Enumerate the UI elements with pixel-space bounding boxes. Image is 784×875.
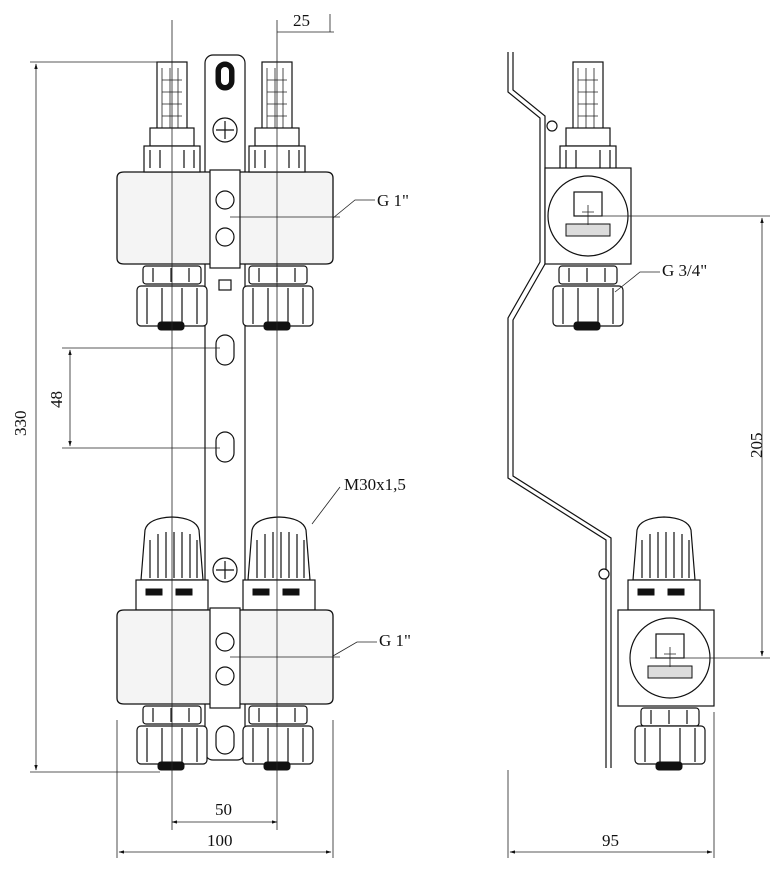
dim-label-25: 25 bbox=[293, 11, 310, 30]
dim-label-205: 205 bbox=[747, 433, 766, 459]
dim-label-100: 100 bbox=[207, 831, 233, 850]
dim-label-50: 50 bbox=[215, 800, 232, 819]
callout-valve-thread: M30x1,5 bbox=[344, 475, 406, 494]
dimension-labels: 25 330 48 205 50 100 95 bbox=[11, 11, 766, 850]
bottom-outlet-right bbox=[242, 705, 314, 771]
screw-icon bbox=[212, 557, 238, 583]
front-view bbox=[30, 14, 377, 858]
side-bottom-assembly bbox=[617, 516, 715, 771]
dim-label-330: 330 bbox=[11, 411, 30, 437]
side-view bbox=[507, 52, 770, 858]
dim-label-48: 48 bbox=[47, 391, 66, 408]
callout-outlet-thread: G 3/4" bbox=[662, 261, 707, 280]
side-top-assembly bbox=[544, 61, 632, 331]
dimension-lines-front bbox=[30, 14, 334, 858]
dim-label-95: 95 bbox=[602, 831, 619, 850]
bottom-manifold-body bbox=[116, 607, 334, 709]
screw-icon bbox=[212, 117, 238, 143]
callout-bottom-body-thread: G 1" bbox=[379, 631, 411, 650]
dimension-lines-side bbox=[507, 215, 770, 858]
top-outlet-right bbox=[242, 265, 314, 331]
callout-top-body-thread: G 1" bbox=[377, 191, 409, 210]
thread-callouts: G 1" G 1" G 3/4" M30x1,5 bbox=[344, 191, 707, 650]
valve-cap-right bbox=[242, 516, 316, 611]
top-manifold-body bbox=[116, 169, 334, 269]
